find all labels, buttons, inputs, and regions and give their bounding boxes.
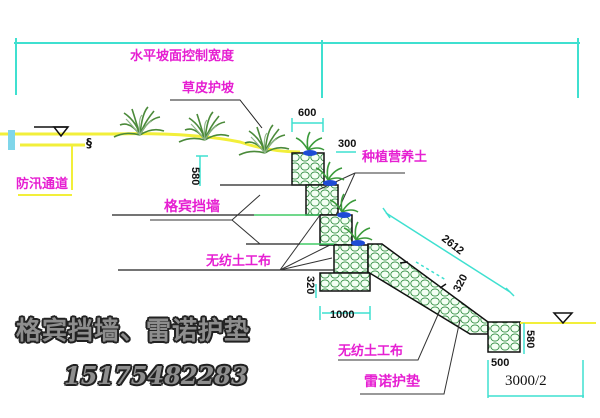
dim-toe-width: 500 xyxy=(491,357,510,369)
gabion-wall-label: 格宾挡墙 xyxy=(164,199,220,215)
geotextile-lower-label: 无纺土工布 xyxy=(338,344,404,359)
break-mark: § xyxy=(86,136,92,150)
dim-top-width: 600 xyxy=(298,107,317,119)
top-dimension-line xyxy=(14,38,580,98)
banner-headline: 格宾挡墙、雷诺护垫 xyxy=(16,316,251,345)
banner-phone: 15175482283 xyxy=(64,361,248,390)
planting-soil-label: 种植营养土 xyxy=(362,150,428,165)
water-level-icon-right xyxy=(552,312,574,325)
grass-slope-label: 草皮护坡 xyxy=(182,81,235,96)
horizontal-control-width-label: 水平坡面控制宽度 xyxy=(130,49,235,64)
reno-mattress xyxy=(367,243,489,335)
dim-toe-height: 580 xyxy=(524,330,536,349)
geotextile-upper-label: 无纺土工布 xyxy=(206,254,272,269)
water-level-icon-left xyxy=(34,126,70,138)
dim-toe-length: 1000 xyxy=(330,309,355,321)
flood-channel-label: 防汛通道 xyxy=(16,177,69,192)
toe-gabion xyxy=(487,321,521,353)
reno-mattress-label: 雷诺护垫 xyxy=(364,374,420,390)
dim-base-height: 320 xyxy=(304,276,316,295)
dim-height-left: 580 xyxy=(189,167,201,186)
dim-half-width: 3000/2 xyxy=(505,373,547,389)
dim-step: 300 xyxy=(338,138,357,150)
